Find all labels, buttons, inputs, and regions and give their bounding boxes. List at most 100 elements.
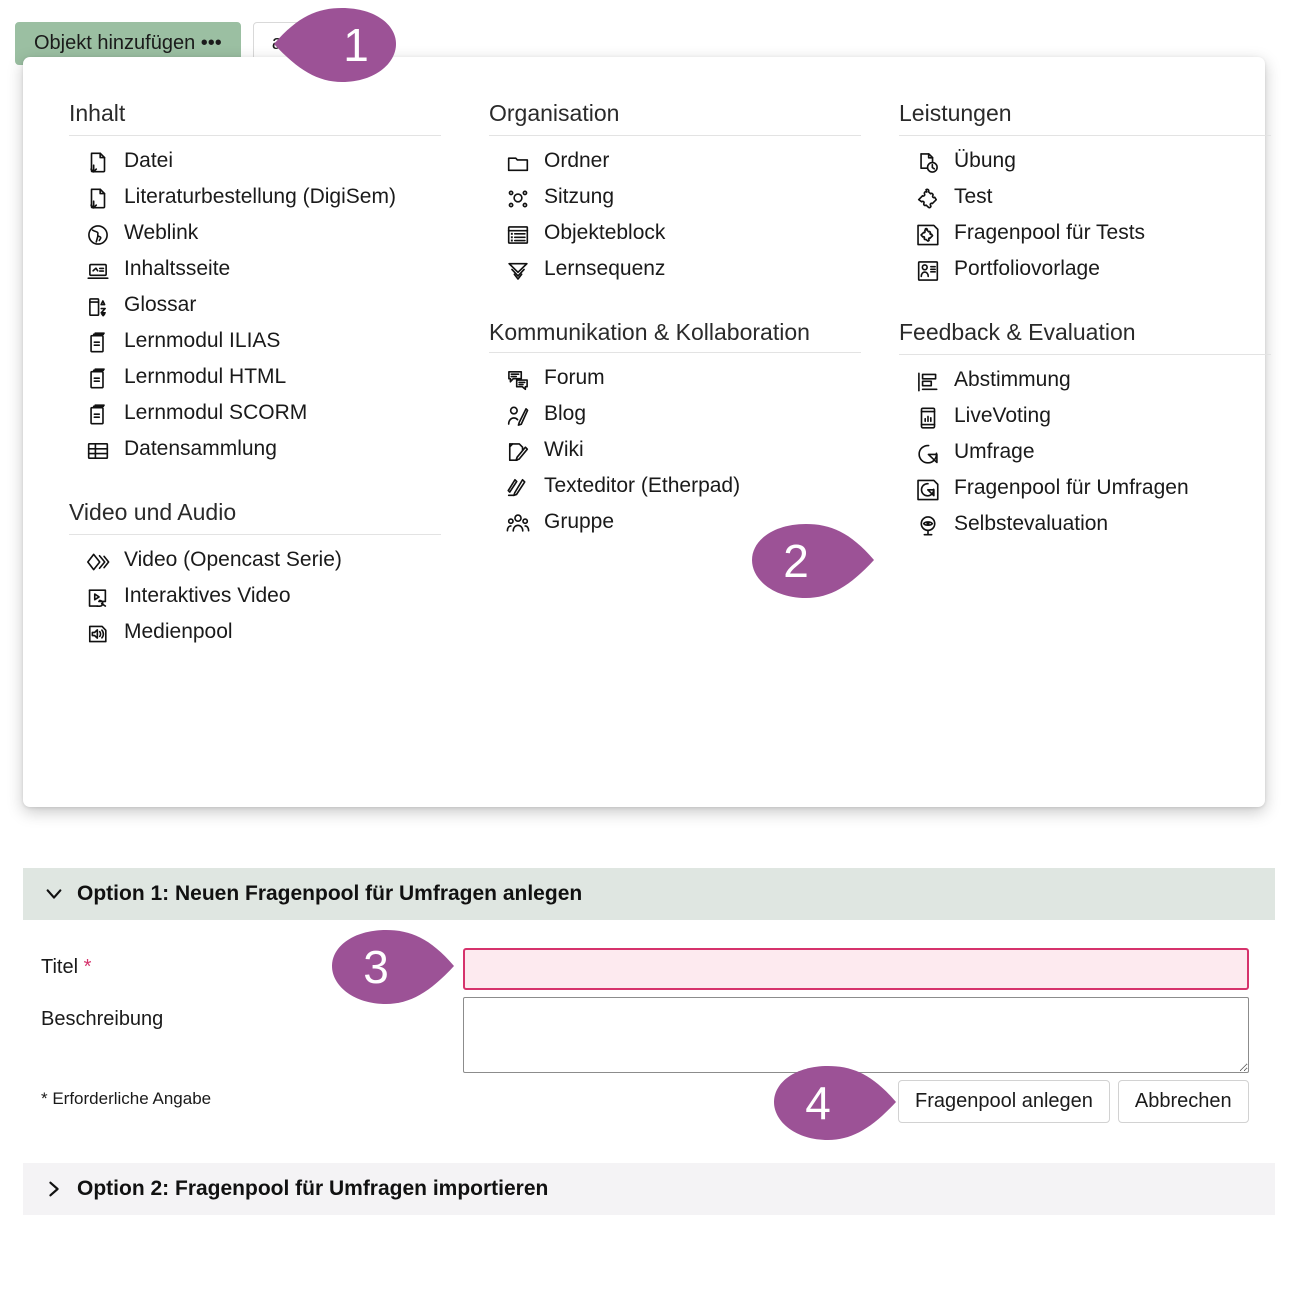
learning-sequence-icon [505, 258, 531, 284]
menu-item[interactable]: LiveVoting [899, 399, 1271, 435]
form-button-group: Fragenpool anlegen Abbrechen [898, 1080, 1249, 1123]
learning-module-icon [85, 330, 111, 356]
create-pool-button[interactable]: Fragenpool anlegen [898, 1080, 1110, 1123]
glossary-az-icon [85, 294, 111, 320]
survey-pie-icon [915, 441, 941, 467]
opencast-diamonds-icon [85, 549, 111, 575]
section-spacer [489, 288, 861, 318]
cancel-button[interactable]: Abbrechen [1117, 1080, 1249, 1123]
beschreibung-label: Beschreibung [41, 1008, 164, 1030]
menu-item[interactable]: Blog [489, 397, 861, 433]
learning-module-icon [85, 366, 111, 392]
menu-item[interactable]: Weblink [69, 216, 441, 252]
menu-item[interactable]: Glossar [69, 288, 441, 324]
menu-item[interactable]: Fragenpool für Tests [899, 216, 1271, 252]
section-heading: Feedback & Evaluation [899, 318, 1271, 356]
menu-item-label: Ordner [544, 149, 610, 173]
menu-item[interactable]: Interaktives Video [69, 579, 441, 615]
menu-item[interactable]: Datensammlung [69, 432, 441, 468]
menu-item-label: Übung [954, 149, 1016, 173]
menu-item[interactable]: Sitzung [489, 180, 861, 216]
menu-item-label: Glossar [124, 293, 197, 317]
menu-item[interactable]: Ordner [489, 144, 861, 180]
menu-item-label: Fragenpool für Umfragen [954, 476, 1189, 500]
livevoting-phone-icon [915, 405, 941, 431]
menu-item-label: Gruppe [544, 510, 615, 534]
menu-item[interactable]: Selbstevaluation [899, 507, 1271, 543]
interactive-video-icon [85, 585, 111, 611]
menu-item[interactable]: Wiki [489, 433, 861, 469]
menu-item[interactable]: Lernmodul SCORM [69, 396, 441, 432]
menu-item-label: Literaturbestellung (DigiSem) [124, 185, 396, 209]
menu-item-label: Test [954, 185, 993, 209]
session-nodes-icon [505, 186, 531, 212]
portfolio-template-icon [915, 258, 941, 284]
section-heading: Kommunikation & Kollaboration [489, 318, 861, 354]
menu-item-label: LiveVoting [954, 404, 1051, 428]
menu-item-label: Datensammlung [124, 437, 277, 461]
menu-item-label: Wiki [544, 438, 584, 462]
menu-item[interactable]: Test [899, 180, 1271, 216]
menu-item[interactable]: Gruppe [489, 505, 861, 541]
callout-marker-4: 4 [760, 1064, 900, 1144]
section-spacer [69, 468, 441, 498]
menu-item-label: Lernmodul ILIAS [124, 329, 281, 353]
object-block-icon [505, 222, 531, 248]
menu-item[interactable]: Datei [69, 144, 441, 180]
menu-item[interactable]: Medienpool [69, 615, 441, 651]
menu-item-label: Fragenpool für Tests [954, 221, 1146, 245]
chevron-down-icon [45, 885, 63, 903]
puzzle-icon [915, 186, 941, 212]
menu-item-label: Forum [544, 366, 605, 390]
menu-item-label: Inhaltsseite [124, 257, 231, 281]
beschreibung-textarea[interactable] [463, 997, 1249, 1073]
menu-item[interactable]: Übung [899, 144, 1271, 180]
menu-item[interactable]: Objekteblock [489, 216, 861, 252]
option1-header[interactable]: Option 1: Neuen Fragenpool für Umfragen … [23, 868, 1275, 920]
menu-item-label: Video (Opencast Serie) [124, 548, 342, 572]
menu-item-label: Abstimmung [954, 368, 1071, 392]
menu-item-label: Portfoliovorlage [954, 257, 1100, 281]
menu-item[interactable]: Texteditor (Etherpad) [489, 469, 861, 505]
menu-item-label: Texteditor (Etherpad) [544, 474, 741, 498]
section-heading: Inhalt [69, 99, 441, 137]
menu-item-label: Interaktives Video [124, 584, 291, 608]
menu-item[interactable]: Lernsequenz [489, 252, 861, 288]
section-heading: Organisation [489, 99, 861, 137]
menu-item[interactable]: Fragenpool für Umfragen [899, 471, 1271, 507]
option1-title: Option 1: Neuen Fragenpool für Umfragen … [77, 882, 583, 905]
media-pool-speaker-icon [85, 621, 111, 647]
required-asterisk: * [83, 956, 92, 978]
menu-item[interactable]: Abstimmung [899, 363, 1271, 399]
wiki-page-pen-icon [505, 439, 531, 465]
menu-item[interactable]: Forum [489, 361, 861, 397]
menu-item[interactable]: Lernmodul HTML [69, 360, 441, 396]
puzzle-pool-icon [915, 222, 941, 248]
option2-header[interactable]: Option 2: Fragenpool für Umfragen import… [23, 1163, 1275, 1215]
exercise-clock-icon [915, 150, 941, 176]
menu-item[interactable]: Inhaltsseite [69, 252, 441, 288]
blog-person-pen-icon [505, 403, 531, 429]
menu-item[interactable]: Lernmodul ILIAS [69, 324, 441, 360]
option2-title: Option 2: Fragenpool für Umfragen import… [77, 1177, 549, 1200]
file-download-icon [85, 186, 111, 212]
menu-item-label: Datei [124, 149, 174, 173]
menu-item-label: Lernmodul SCORM [124, 401, 308, 425]
survey-pool-icon [915, 477, 941, 503]
menu-item-label: Lernmodul HTML [124, 365, 287, 389]
titel-input[interactable] [463, 948, 1249, 990]
globe-icon [85, 222, 111, 248]
section-heading: Leistungen [899, 99, 1271, 137]
file-download-icon [85, 150, 111, 176]
callout-marker-3: 3 [318, 928, 458, 1008]
callout-number-4: 4 [805, 1077, 831, 1129]
menu-item[interactable]: Literaturbestellung (DigiSem) [69, 180, 441, 216]
menu-item[interactable]: Portfoliovorlage [899, 252, 1271, 288]
etherpad-pen-icon [505, 475, 531, 501]
menu-item[interactable]: Video (Opencast Serie) [69, 543, 441, 579]
menu-item[interactable]: Umfrage [899, 435, 1271, 471]
